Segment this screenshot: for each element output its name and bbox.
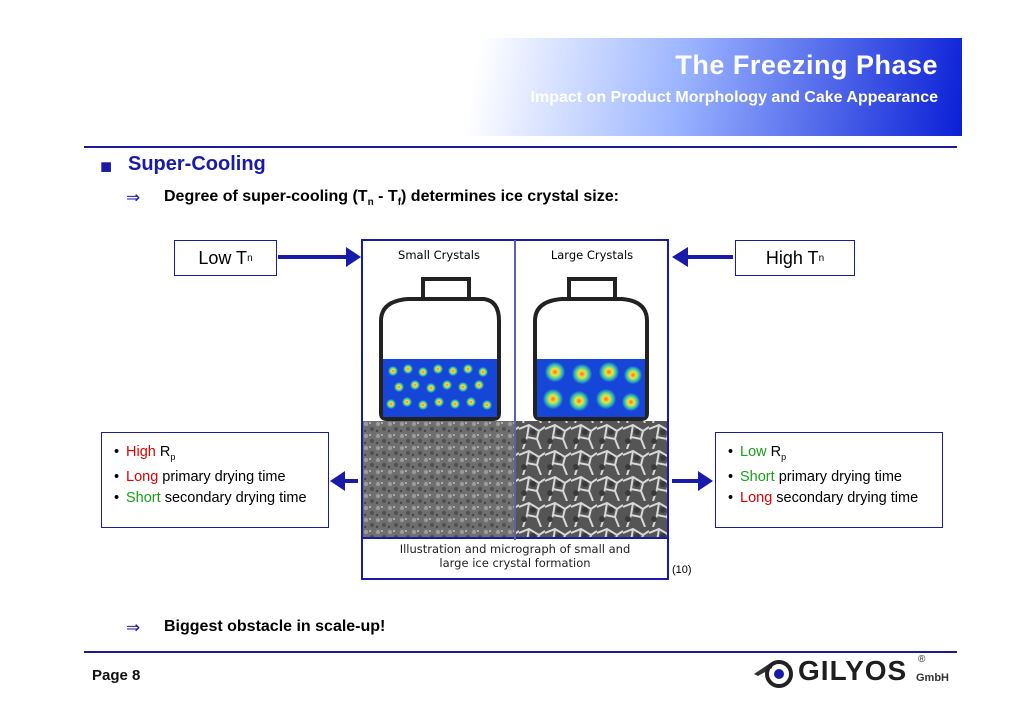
arrow-left-icon xyxy=(330,471,358,491)
list-item: Long primary drying time xyxy=(114,467,318,488)
list-item: Low Rp xyxy=(728,442,932,467)
company-logo-text: GILYOS xyxy=(798,655,907,687)
conclusion-text: Biggest obstacle in scale-up! xyxy=(164,618,385,636)
gilyos-logo-icon xyxy=(752,656,796,692)
large-crystals-label: Large Crystals xyxy=(551,248,633,262)
list-item: Short primary drying time xyxy=(728,467,932,488)
arrow-left-icon xyxy=(672,247,733,267)
small-crystal-micrograph xyxy=(363,421,514,537)
arrow-right-icon xyxy=(672,471,713,491)
registered-mark: ® xyxy=(918,654,925,665)
list-item: High Rp xyxy=(114,442,318,467)
large-crystal-micrograph xyxy=(516,421,667,537)
list-item: Long secondary drying time xyxy=(728,488,932,509)
bottom-divider xyxy=(84,651,957,653)
page-number: Page 8 xyxy=(92,667,140,684)
figure-divider xyxy=(514,240,516,540)
arrow-right-icon xyxy=(278,247,361,267)
reference-number: (10) xyxy=(672,564,692,576)
small-crystals-label: Small Crystals xyxy=(398,248,480,262)
list-item: Short secondary drying time xyxy=(114,488,318,509)
implies-arrow-icon: ⇒ xyxy=(126,618,140,638)
company-suffix: GmbH xyxy=(916,672,949,684)
figure-caption: Illustration and micrograph of small and… xyxy=(380,542,650,570)
large-crystal-effects-box: Low Rp Short primary drying time Long se… xyxy=(715,432,943,528)
small-crystal-effects-box: High Rp Long primary drying time Short s… xyxy=(101,432,329,528)
